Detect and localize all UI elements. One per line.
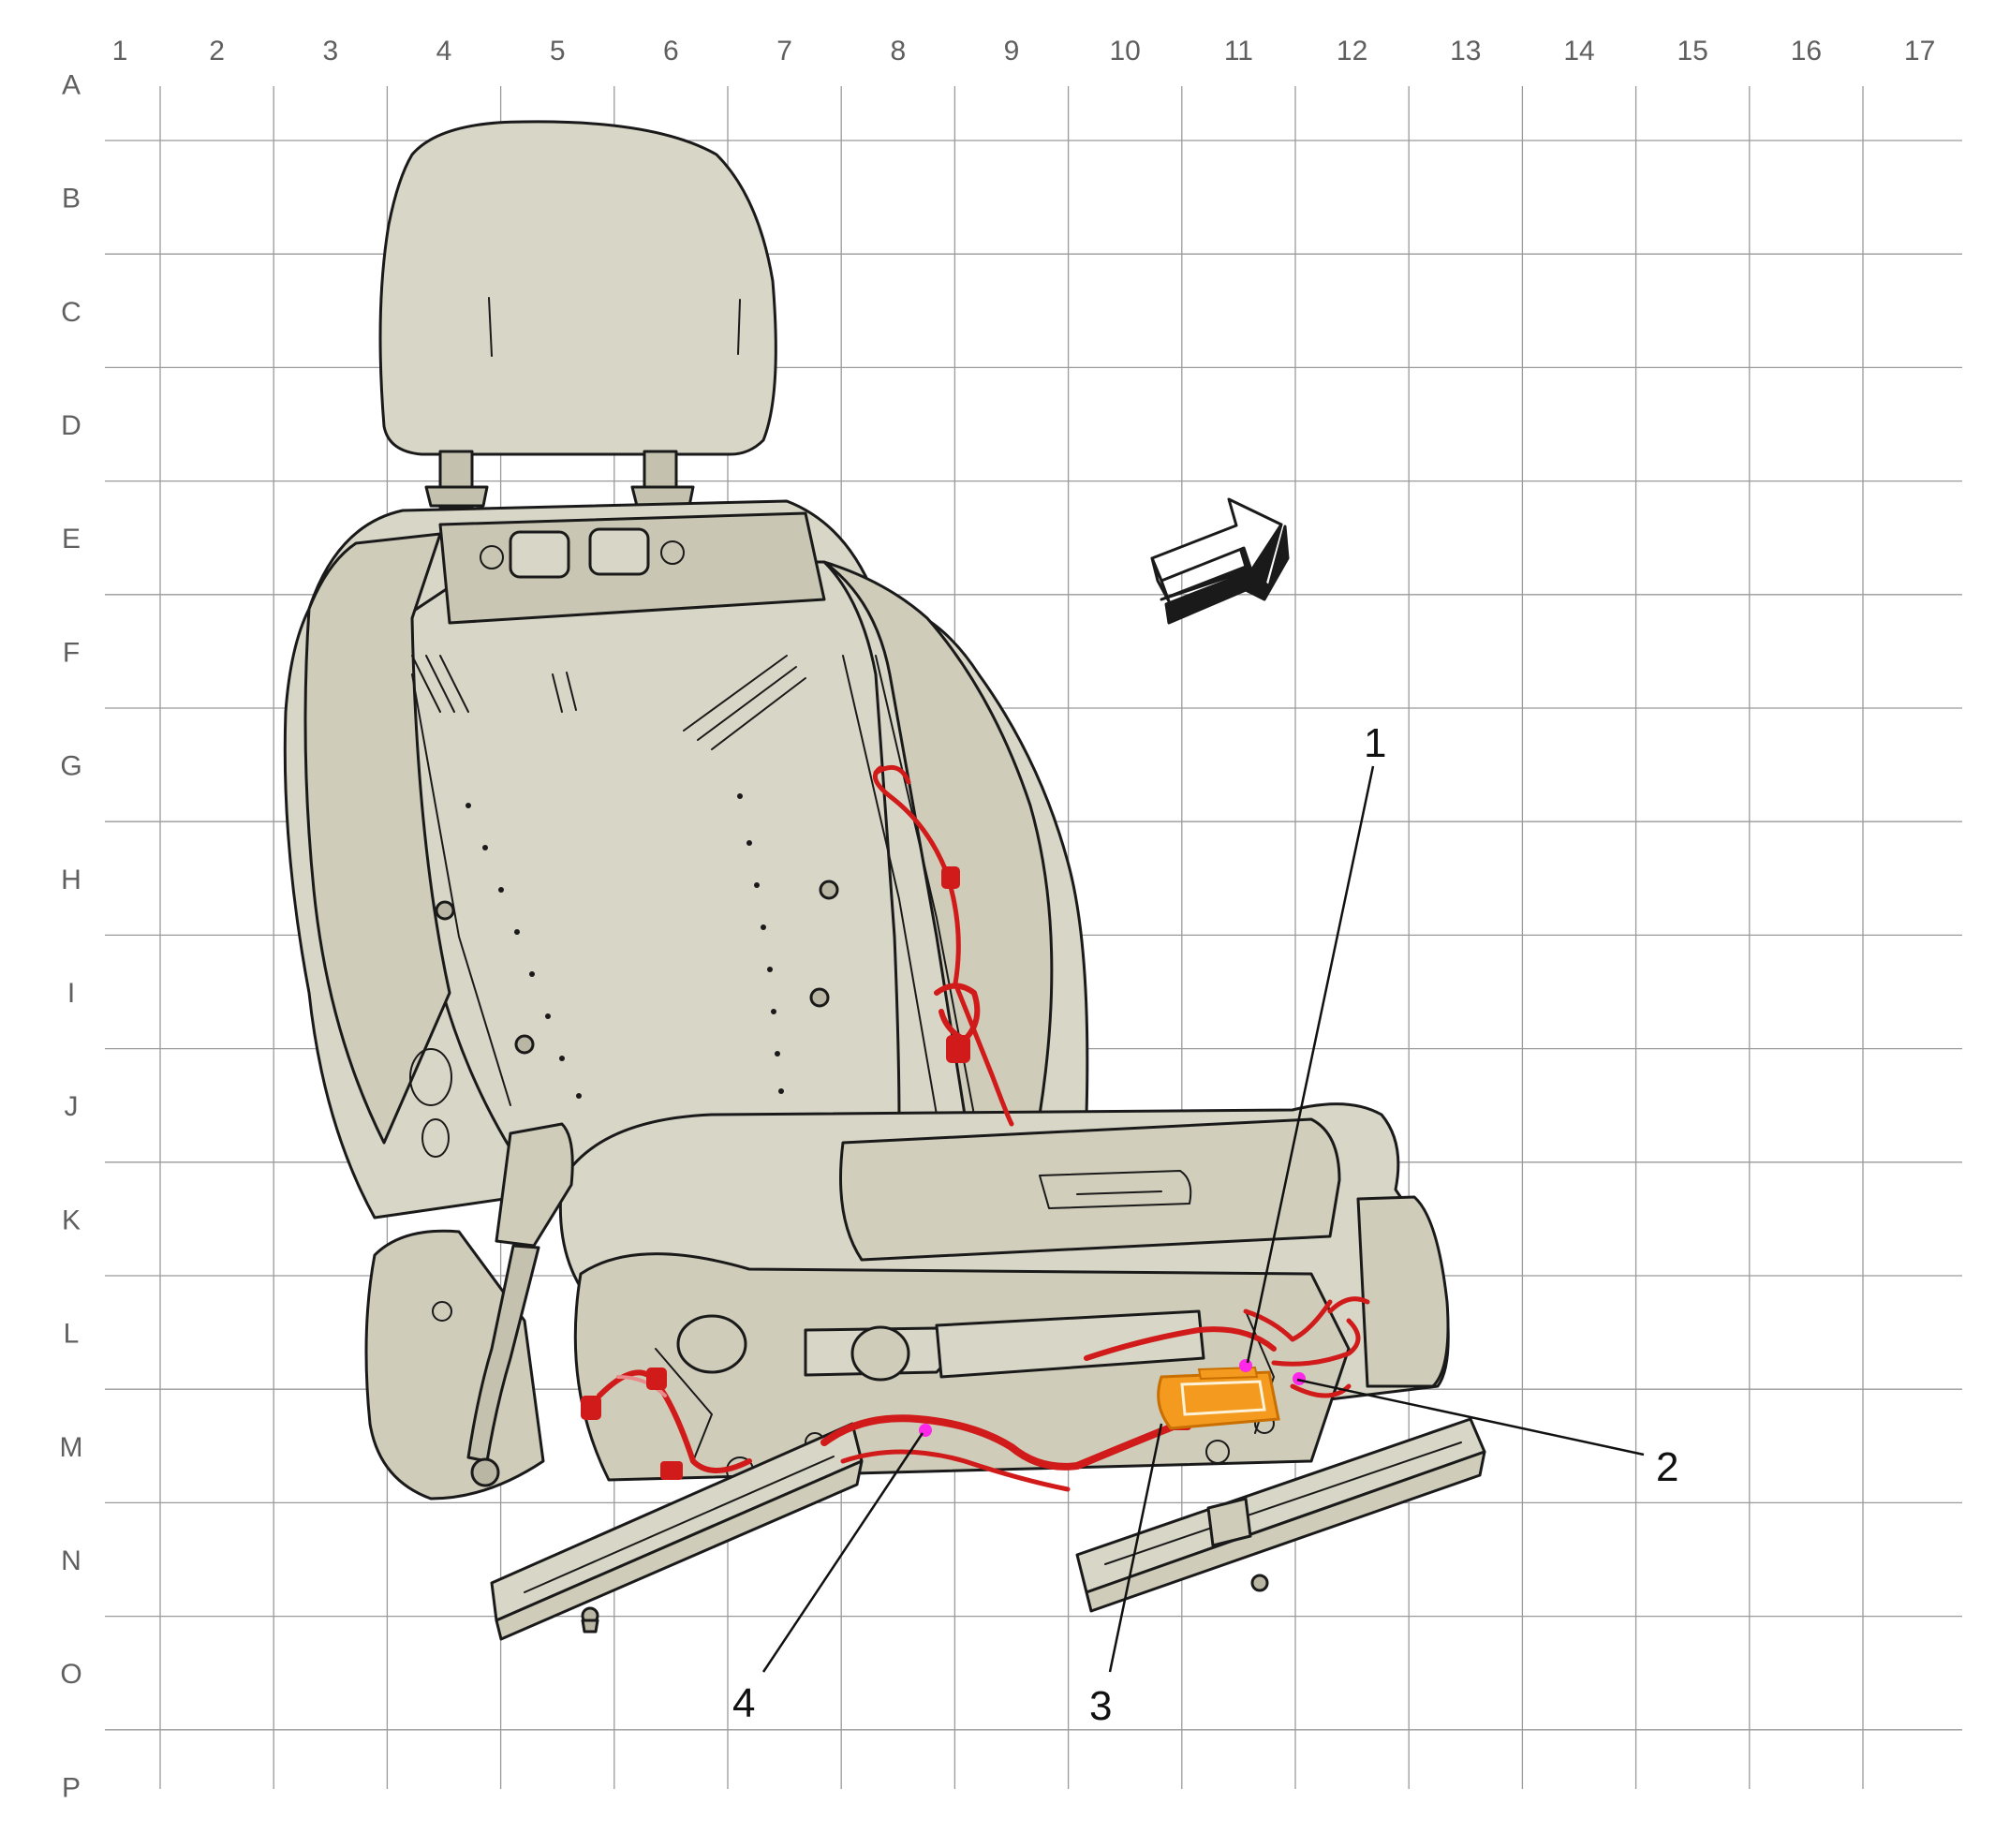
wiring-harness (581, 764, 1370, 1492)
row-label: A (62, 69, 81, 100)
headrest (378, 120, 777, 510)
leader-2 (1296, 1378, 1645, 1456)
seat-belt-buckle (466, 1122, 574, 1487)
row-labels: A B C D E F G H I J K L M N O P (60, 69, 83, 1803)
column-label: 2 (209, 36, 225, 67)
column-label: 13 (1450, 36, 1481, 67)
column-label: 5 (550, 36, 566, 67)
seat-back (283, 499, 1089, 1220)
row-label: L (64, 1319, 80, 1350)
column-label: 4 (436, 36, 452, 67)
row-label: P (62, 1772, 81, 1803)
right-seat-track (1075, 1417, 1486, 1613)
row-label: G (60, 751, 81, 782)
callout-4: 4 (732, 1680, 755, 1726)
row-label: E (62, 524, 81, 554)
marker-2 (1293, 1372, 1306, 1385)
leader-1 (1246, 765, 1375, 1364)
seat-illustration (283, 120, 1486, 1641)
column-label: 1 (112, 36, 128, 67)
row-label: J (65, 1091, 79, 1122)
column-label: 14 (1563, 36, 1594, 67)
column-label: 8 (890, 36, 906, 67)
row-label: O (60, 1659, 81, 1690)
callout-2: 2 (1656, 1444, 1678, 1490)
column-label: 11 (1224, 36, 1253, 67)
callout-labels: 1 2 3 4 (732, 720, 1678, 1729)
leader-4 (761, 1432, 924, 1673)
column-label: 7 (776, 36, 792, 67)
column-label: 17 (1904, 36, 1935, 67)
row-label: F (63, 637, 80, 668)
leader-lines (761, 765, 1645, 1673)
left-seat-track (490, 1422, 864, 1641)
front-direction-arrow-icon (1150, 497, 1290, 625)
column-label: 12 (1337, 36, 1367, 67)
leader-3 (1108, 1423, 1163, 1673)
row-label: I (67, 978, 75, 1009)
column-label: 3 (322, 36, 338, 67)
column-label: 15 (1677, 36, 1708, 67)
marker-1 (1239, 1359, 1252, 1372)
row-label: D (61, 410, 81, 441)
column-label: 6 (663, 36, 679, 67)
row-label: N (61, 1545, 81, 1576)
row-label: H (61, 865, 81, 895)
back-stitch-dots (466, 793, 784, 1099)
row-label: C (61, 297, 81, 328)
module-3 (1157, 1366, 1280, 1430)
seat-adjuster-mechanism (573, 1252, 1351, 1485)
column-label: 16 (1791, 36, 1822, 67)
column-label: 10 (1110, 36, 1141, 67)
row-label: K (62, 1205, 81, 1235)
row-label: B (62, 184, 81, 214)
row-label: M (60, 1432, 83, 1463)
callout-3: 3 (1089, 1683, 1112, 1729)
column-label: 9 (1004, 36, 1020, 67)
callout-1: 1 (1364, 720, 1386, 766)
